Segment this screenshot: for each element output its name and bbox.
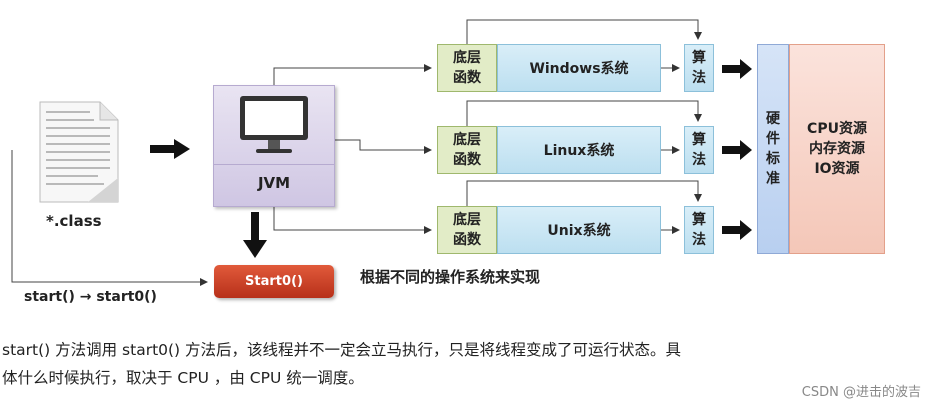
- algorithm-box: 算法: [684, 206, 714, 254]
- os-name: Unix系统: [497, 206, 661, 254]
- hardware-standard-box: 硬件 标准: [757, 44, 789, 254]
- resource-item: CPU资源: [807, 121, 867, 137]
- monitor-icon: [240, 96, 308, 153]
- jvm-to-unix-line: [273, 205, 432, 234]
- resource-item: 内存资源: [809, 141, 865, 157]
- implementation-note: 根据不同的操作系统来实现: [360, 268, 541, 286]
- start0-box: Start0(): [214, 265, 334, 298]
- caption-line: 体什么时候执行，取决于 CPU ，由 CPU 统一调度。: [2, 369, 364, 387]
- native-lib-cell: 底层函数: [437, 126, 497, 174]
- native-lib-cell: 底层函数: [437, 44, 497, 92]
- class-file-label: *.class: [46, 212, 102, 230]
- os-name: Windows系统: [497, 44, 661, 92]
- thread-start-diagram: *.class JVM Start0() start() → start0() …: [11, 19, 885, 305]
- algo-to-hardware-arrows: [722, 59, 752, 240]
- class-file-icon: [39, 101, 119, 203]
- class-to-start0-line: [11, 150, 208, 286]
- jvm-to-start0-arrow: [243, 212, 267, 258]
- algorithm-box: 算法: [684, 44, 714, 92]
- os-name: Linux系统: [497, 126, 661, 174]
- jvm-box: JVM: [213, 85, 335, 207]
- native-lib-cell: 底层函数: [437, 206, 497, 254]
- doc-to-jvm-arrow: [150, 139, 190, 159]
- algorithm-box: 算法: [684, 126, 714, 174]
- resource-item: IO资源: [814, 161, 860, 177]
- connector-lines: [11, 19, 752, 286]
- jvm-to-windows-line: [273, 64, 432, 85]
- jvm-to-linux-line: [333, 139, 432, 154]
- resources-box: CPU资源 内存资源 IO资源: [789, 44, 885, 254]
- caption-line: start() 方法调用 start0() 方法后，该线程并不一定会立马执行，只…: [2, 341, 682, 359]
- jvm-label: JVM: [257, 174, 291, 192]
- watermark: CSDN @进击的波吉: [801, 385, 921, 400]
- caption-text: start() 方法调用 start0() 方法后，该线程并不一定会立马执行，只…: [2, 336, 922, 392]
- start-call-label: start() → start0(): [24, 289, 157, 305]
